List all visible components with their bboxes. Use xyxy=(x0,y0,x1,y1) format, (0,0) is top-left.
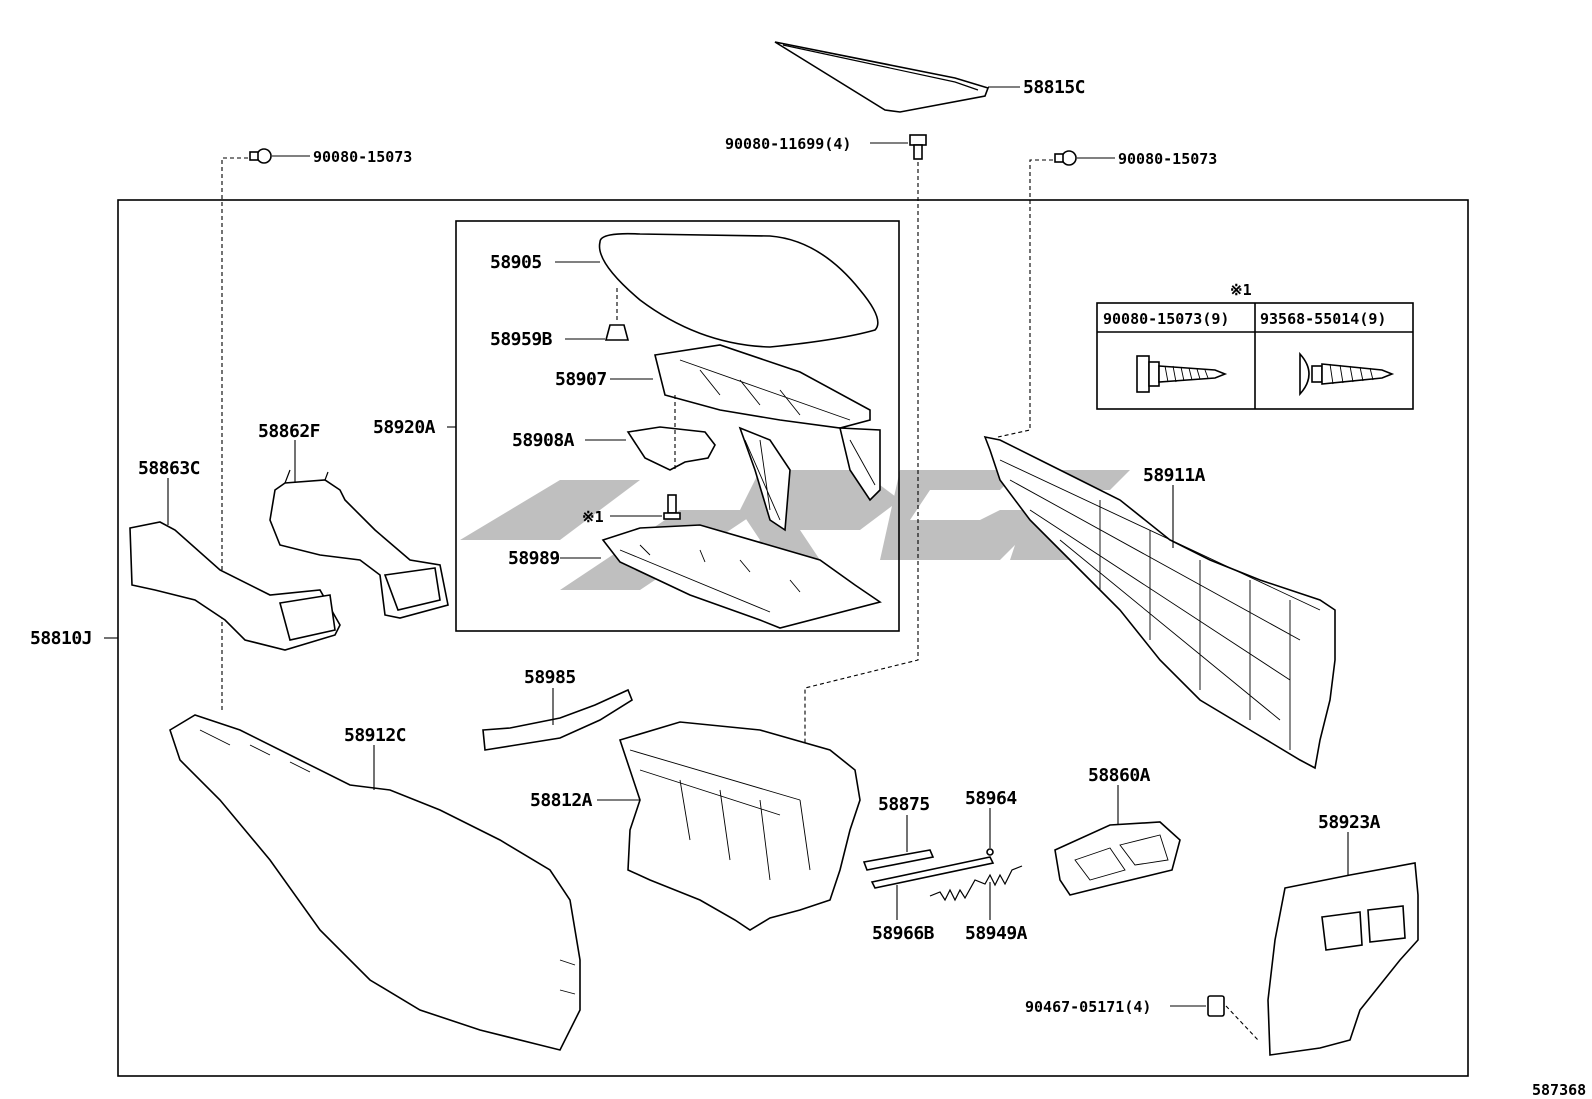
part-58949A[interactable] xyxy=(929,865,1023,902)
label-58966B: 58966B xyxy=(872,923,935,944)
label-58862F: 58862F xyxy=(258,421,320,442)
label-58964: 58964 xyxy=(965,788,1017,809)
clip-icon xyxy=(1207,995,1225,1017)
label-58875: 58875 xyxy=(878,794,930,815)
label-58815C: 58815C xyxy=(1023,77,1085,98)
label-58860A: 58860A xyxy=(1088,765,1151,786)
part-58911A[interactable] xyxy=(983,435,1336,770)
label-58959B: 58959B xyxy=(490,329,553,350)
part-58964[interactable] xyxy=(870,848,995,889)
bolt-icon xyxy=(909,134,927,160)
part-58812A[interactable] xyxy=(618,721,861,931)
part-58875[interactable] xyxy=(862,849,935,871)
label-58912C: 58912C xyxy=(344,725,406,746)
clip-icon xyxy=(604,324,630,341)
label-58923A: 58923A xyxy=(1318,812,1381,833)
bolt-icon xyxy=(249,148,272,164)
bolt-icon xyxy=(1054,150,1077,166)
label-58989: 58989 xyxy=(508,548,560,569)
round-head-screw-icon xyxy=(1299,351,1395,397)
part-58860A[interactable] xyxy=(1054,821,1181,896)
label-58949A: 58949A xyxy=(965,923,1028,944)
fastener-table-title: ※1 xyxy=(1230,281,1252,299)
part-58908A[interactable] xyxy=(626,395,716,471)
part-58905[interactable] xyxy=(598,232,879,348)
label-58812A: 58812A xyxy=(530,790,593,811)
part-58989[interactable] xyxy=(601,524,882,629)
part-58862F[interactable] xyxy=(269,469,449,619)
bolt-icon xyxy=(663,494,681,520)
label-58863C: 58863C xyxy=(138,458,200,479)
part-58912C[interactable] xyxy=(169,714,581,1051)
hex-bolt-icon xyxy=(1136,355,1228,393)
part-58985[interactable] xyxy=(482,688,633,751)
label-58905: 58905 xyxy=(490,252,542,273)
fastener-col2-label: 93568-55014(9) xyxy=(1260,310,1386,328)
label-58985: 58985 xyxy=(524,667,576,688)
label-58911A: 58911A xyxy=(1143,465,1206,486)
label-note1: ※1 xyxy=(582,508,604,526)
part-58863C[interactable] xyxy=(129,521,341,651)
label-90080-15073-right: 90080-15073 xyxy=(1118,150,1217,168)
label-90080-15073-left: 90080-15073 xyxy=(313,148,412,166)
label-58810J: 58810J xyxy=(30,628,92,649)
part-58923A[interactable] xyxy=(1267,862,1419,1056)
fastener-table: ※1 90080-15073(9) 93568-55014(9) xyxy=(1096,281,1414,410)
label-58907: 58907 xyxy=(555,369,607,390)
label-58908A: 58908A xyxy=(512,430,575,451)
label-90080-11699: 90080-11699(4) xyxy=(725,135,851,153)
fastener-col1-label: 90080-15073(9) xyxy=(1103,310,1229,328)
part-58815C[interactable] xyxy=(774,41,990,113)
part-58907[interactable] xyxy=(654,344,881,532)
figure-number: 587368 xyxy=(1532,1081,1586,1099)
armrest-assembly-frame xyxy=(455,220,900,632)
label-58920A: 58920A xyxy=(373,417,436,438)
label-90467-05171: 90467-05171(4) xyxy=(1025,998,1151,1016)
